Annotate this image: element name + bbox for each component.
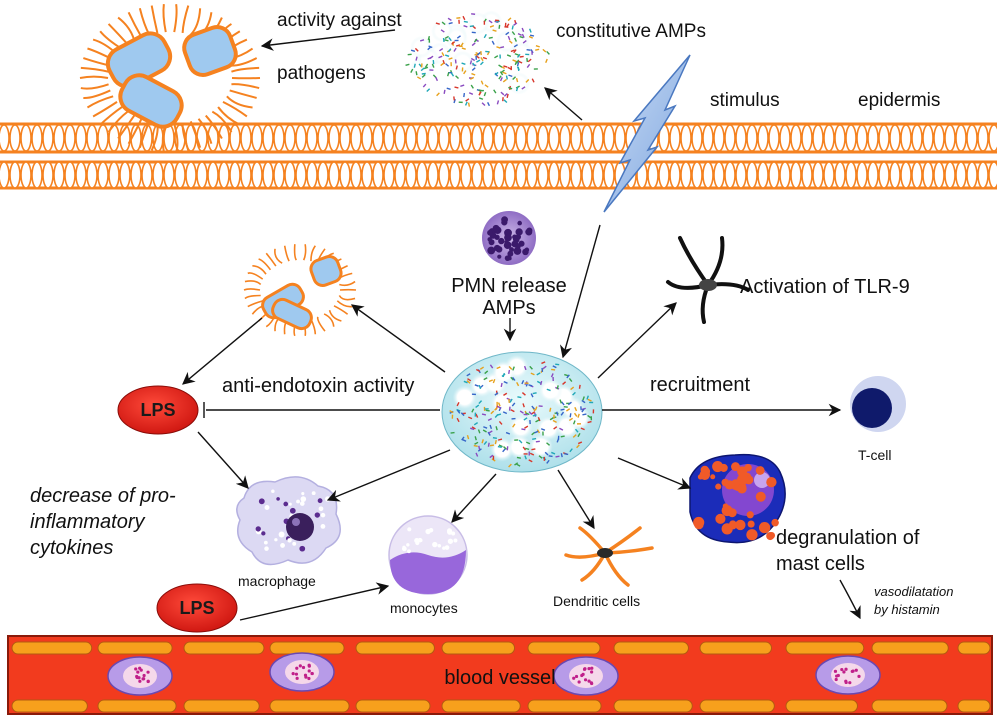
lps-bottom-label: LPS [179,598,214,618]
arrow-stimulus-to-amps [544,87,583,121]
label-degranulation-1: degranulation of [776,527,920,549]
arrow-lps-to-monocyte [239,582,390,621]
arrow-cluster-to-mast [617,457,692,490]
label-recruitment: recruitment [650,374,750,396]
pathogen-bacteria-top [79,4,261,153]
arrow-cluster-to-monocyte [451,473,497,523]
lps-badge-top: LPS [117,385,199,435]
arrow-bacteria-to-lps [182,317,263,385]
label-decrease-1: decrease of pro- [30,485,176,507]
label-activation-tlr9: Activation of TLR-9 [740,276,910,298]
arrow-amps-to-pathogens [260,29,396,51]
lps-top-label: LPS [140,400,175,420]
blood-vessel [7,635,993,715]
label-dendritic-cells: Dendritic cells [553,593,640,609]
dendritic-cell-icon [564,526,654,587]
label-pathogens: pathogens [277,63,366,84]
arrows [182,29,861,621]
label-vasodilatation-2: by histamin [874,602,940,617]
arrow-mast-to-vessel [839,579,861,620]
tlr9-cell-icon [666,236,750,324]
label-epidermis: epidermis [858,90,940,111]
label-t-cell: T-cell [858,447,891,463]
arrow-cluster-to-bacteria [350,304,446,373]
arrow-cluster-to-dendritic [557,469,595,530]
pmn-cell-icon [482,211,536,265]
arrow-cluster-to-tlr9 [597,302,677,379]
pathogen-bacteria-mid [243,244,357,337]
label-vasodilatation-1: vasodilatation [874,584,954,599]
label-degranulation-2: mast cells [776,553,865,575]
arrow-stimulus-to-cluster [559,224,601,359]
lps-badge-bottom: LPS [156,583,238,633]
label-pmn-release: PMN release [451,275,567,297]
label-monocytes: monocytes [390,600,458,616]
stimulus-lightning-icon [603,54,691,213]
central-amp-cluster [441,351,603,473]
macrophage-cell-icon [236,476,341,566]
arrow-cluster-to-macrophage [326,449,451,502]
label-stimulus: stimulus [710,90,780,111]
label-decrease-2: inflammatory [30,511,145,533]
epidermis-membrane [0,122,997,190]
label-decrease-3: cytokines [30,537,113,559]
monocyte-cell-icon [388,515,468,595]
arrow-lps-to-macrophage [197,431,249,489]
t-cell-icon [850,376,906,432]
label-activity-against: activity against [277,10,402,31]
mast-cell-icon [689,453,786,544]
label-blood-vessel: blood vessel [444,667,555,689]
label-constitutive-amps: constitutive AMPs [556,21,706,42]
label-anti-endotoxin: anti-endotoxin activity [222,375,414,397]
label-pmn-amps: AMPs [482,297,535,319]
constitutive-amps-cluster [405,10,550,107]
label-macrophage: macrophage [238,573,316,589]
